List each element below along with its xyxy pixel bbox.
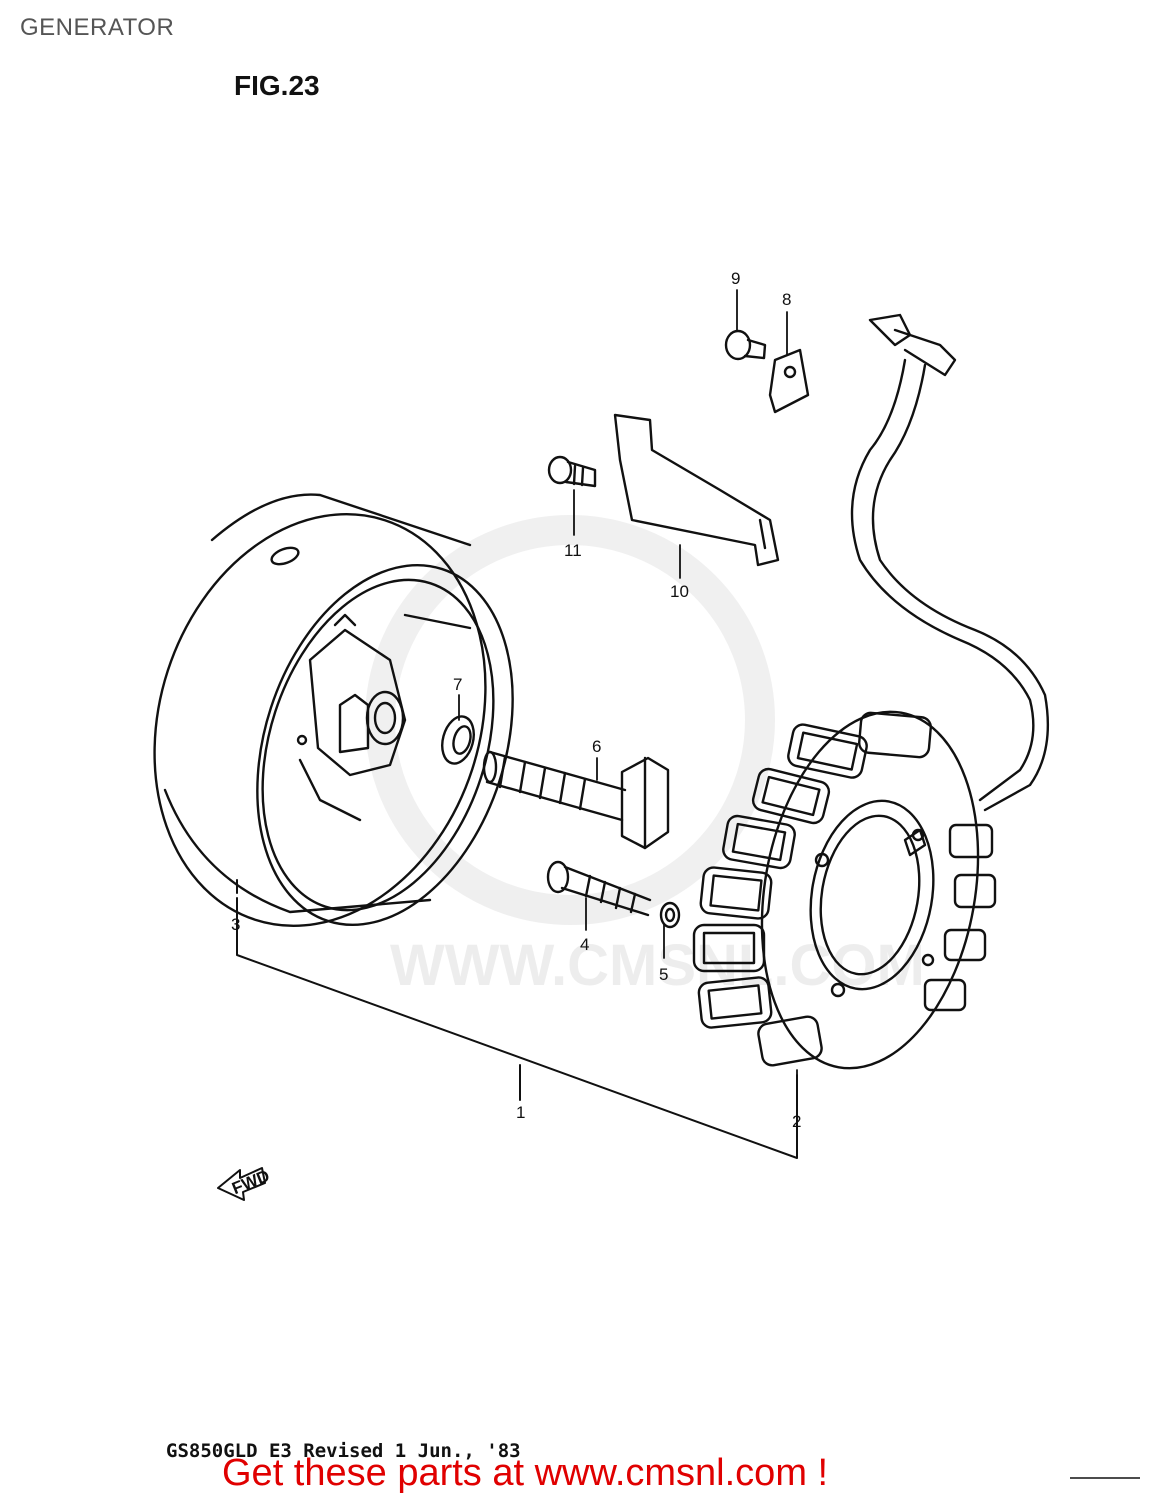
assembly-bracket <box>236 879 798 1159</box>
callout-1: 1 <box>516 1103 525 1122</box>
callout-10: 10 <box>670 582 689 601</box>
wire-harness-drawing <box>850 313 1050 812</box>
callout-5: 5 <box>659 965 668 984</box>
callout-9: 9 <box>731 269 740 288</box>
rotor-drawing <box>153 493 514 927</box>
callout-11: 11 <box>564 541 582 560</box>
fwd-arrow-icon <box>217 1167 266 1201</box>
screw-11-drawing <box>547 455 597 488</box>
callout-labels: 9 8 11 10 7 6 3 4 5 1 2 FWD <box>229 269 801 1198</box>
screw-4-drawing <box>546 860 652 917</box>
stator-drawing <box>692 710 997 1070</box>
callout-6: 6 <box>592 737 601 756</box>
guide-10-drawing <box>613 413 780 567</box>
washer-7-drawing <box>441 715 475 765</box>
fwd-label: FWD <box>229 1166 272 1198</box>
revision-note: GS850GLD E3 Revised 1 Jun., '83 <box>166 1440 521 1462</box>
callout-3: 3 <box>231 915 240 934</box>
clamp-8-drawing <box>768 348 810 414</box>
washer-5-drawing <box>659 901 681 929</box>
callout-8: 8 <box>782 290 791 309</box>
leader-lines <box>458 289 798 1106</box>
watermark-text: WWW.CMSNL.COM <box>390 933 925 998</box>
bolt-6-drawing <box>482 750 670 850</box>
watermark: WWW.CMSNL.COM <box>365 515 925 998</box>
callout-2: 2 <box>792 1112 801 1131</box>
callout-4: 4 <box>580 935 589 954</box>
bolt-9-drawing <box>724 329 767 361</box>
callout-7: 7 <box>453 675 462 694</box>
promo-link[interactable]: Get these parts at www.cmsnl.com ! <box>222 1452 829 1494</box>
page-title: GENERATOR <box>20 14 175 41</box>
figure-label: FIG.23 <box>234 70 320 101</box>
